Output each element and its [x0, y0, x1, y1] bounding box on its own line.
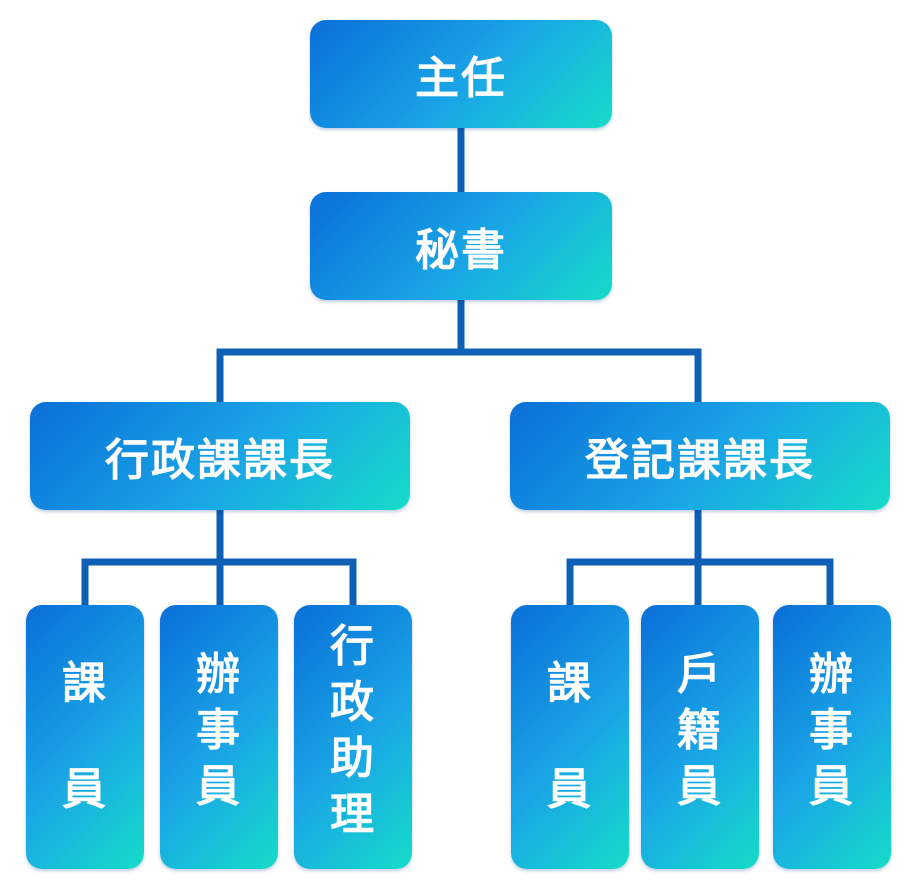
- node-admin-chief: 行政課課長: [30, 402, 410, 510]
- node-admin-clerk: 辦事員: [160, 605, 278, 869]
- node-char: 事: [809, 705, 855, 756]
- node-char: 事: [196, 705, 242, 756]
- node-registry-clerk: 辦事員: [773, 605, 891, 869]
- node-char: 理: [330, 789, 376, 840]
- node-char: 員: [547, 764, 593, 816]
- node-registry-household: 戶籍員: [641, 605, 759, 869]
- node-registry-staff: 課員: [511, 605, 629, 869]
- node-registry-chief: 登記課課長: [510, 402, 890, 510]
- node-char: 員: [196, 761, 242, 812]
- node-director: 主任: [310, 20, 612, 128]
- node-secretary: 秘書: [310, 192, 612, 300]
- node-char: 員: [62, 764, 108, 816]
- node-char: 員: [677, 761, 723, 812]
- node-char: 籍: [677, 705, 723, 756]
- node-char: 課: [62, 657, 108, 709]
- node-admin-staff: 課員: [26, 605, 144, 869]
- node-char: 員: [809, 761, 855, 812]
- node-char: 政: [330, 677, 376, 728]
- node-char: 課: [547, 657, 593, 709]
- node-admin-assistant: 行政助理: [294, 605, 412, 869]
- node-char: 辦: [196, 649, 242, 700]
- node-char: 戶: [677, 649, 723, 700]
- node-char: 辦: [809, 649, 855, 700]
- node-char: 行: [330, 621, 376, 672]
- node-char: 助: [330, 733, 376, 784]
